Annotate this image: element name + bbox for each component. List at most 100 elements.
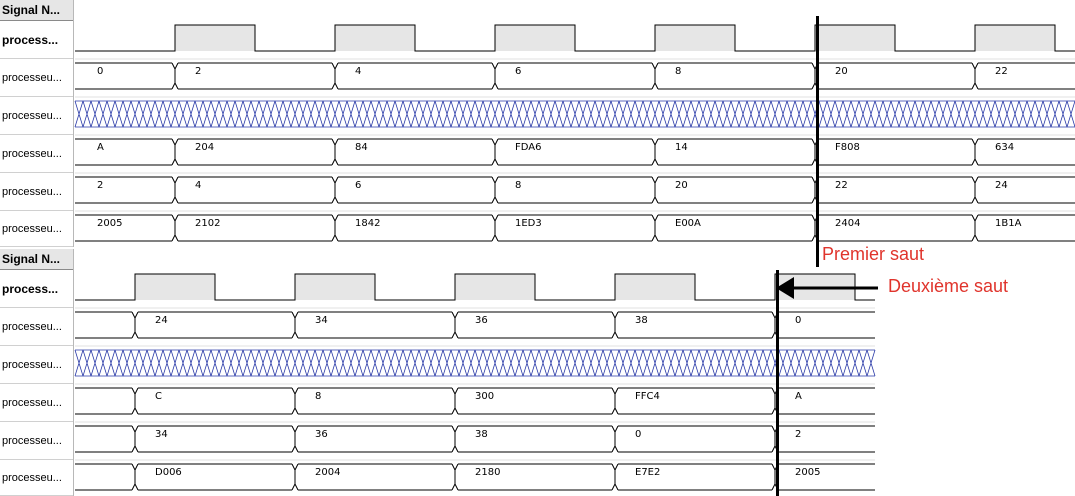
- clock-high-phase: [335, 25, 415, 51]
- bus-value-label: 1ED3: [515, 218, 542, 229]
- undefined-bus-waveform: [74, 349, 876, 377]
- signal-name-row[interactable]: processeu...: [0, 346, 73, 384]
- bus-segment: [451, 425, 612, 453]
- bus-value-label: 2: [195, 66, 201, 77]
- waveform-panel-1: Signal N... process... processeu... proc…: [0, 0, 1075, 247]
- bus-segment: [171, 62, 332, 90]
- signal-name-row[interactable]: processeu...: [0, 135, 73, 173]
- bus-segment: [75, 62, 172, 90]
- bus-value-label: 8: [675, 66, 681, 77]
- bus-value-label: 6: [355, 180, 361, 191]
- bus-segment: [651, 176, 812, 204]
- bus-segment: [611, 463, 772, 491]
- bus-segment: [971, 138, 1075, 166]
- bus-value-label: 22: [835, 180, 848, 191]
- signal-name-clock[interactable]: process...: [0, 270, 73, 308]
- signal-name-row[interactable]: processeu...: [0, 422, 73, 460]
- bus-segment: [611, 387, 772, 415]
- bus-value-label: 20: [675, 180, 688, 191]
- signal-name-row[interactable]: processeu...: [0, 59, 73, 97]
- signal-name-header[interactable]: Signal N...: [0, 0, 73, 21]
- clock-high-phase: [295, 274, 375, 300]
- bus-segment: [331, 214, 492, 242]
- bus-value-label: A: [795, 391, 802, 402]
- bus-segment: [75, 425, 132, 453]
- clock-high-phase: [455, 274, 535, 300]
- bus-segment: [75, 214, 172, 242]
- bus-value-label: A: [97, 142, 104, 153]
- clock-high-phase: [815, 25, 895, 51]
- bus-segment: [75, 138, 172, 166]
- cursor-marker-second-jump[interactable]: [776, 270, 779, 496]
- bus-segment: [131, 425, 292, 453]
- bus-value-label: FDA6: [515, 142, 541, 153]
- cursor-marker-first-jump[interactable]: [816, 16, 819, 267]
- bus-segment: [131, 311, 292, 339]
- bus-value-label: 2: [97, 180, 103, 191]
- bus-value-label: 20: [835, 66, 848, 77]
- bus-segment: [651, 214, 812, 242]
- signal-name-clock[interactable]: process...: [0, 21, 73, 59]
- bus-segment: [291, 311, 452, 339]
- bus-segment: [491, 176, 652, 204]
- clock-high-phase: [975, 25, 1055, 51]
- bus-segment: [75, 387, 132, 415]
- clock-high-phase: [655, 25, 735, 51]
- bus-segment: [75, 311, 132, 339]
- undefined-bus-waveform: [74, 100, 1075, 128]
- arrow-icon: [776, 277, 878, 299]
- waveform-panel-2: Signal N... process... processeu... proc…: [0, 249, 1075, 496]
- bus-value-label: 2005: [795, 467, 820, 478]
- bus-segment: [331, 138, 492, 166]
- annotation-second-jump: Deuxième saut: [888, 276, 1009, 296]
- bus-value-label: 36: [315, 429, 328, 440]
- bus-value-label: 2102: [195, 218, 220, 229]
- bus-value-label: 34: [155, 429, 168, 440]
- bus-segment: [491, 138, 652, 166]
- clock-high-phase: [495, 25, 575, 51]
- bus-segment: [131, 387, 292, 415]
- signal-name-header[interactable]: Signal N...: [0, 249, 73, 270]
- clock-high-phase: [615, 274, 695, 300]
- bus-value-label: 4: [355, 66, 361, 77]
- bus-segment: [771, 425, 875, 453]
- bus-value-label: E00A: [675, 218, 701, 229]
- bus-value-label: 2: [795, 429, 801, 440]
- bus-segment: [451, 387, 612, 415]
- bus-value-label: 2005: [97, 218, 122, 229]
- bus-segment: [451, 463, 612, 491]
- signal-name-row[interactable]: processeu...: [0, 97, 73, 135]
- bus-value-label: 38: [635, 315, 648, 326]
- bus-segment: [291, 425, 452, 453]
- clock-waveform: [75, 273, 875, 301]
- bus-segment: [131, 463, 292, 491]
- bus-segment: [971, 214, 1075, 242]
- bus-value-label: 204: [195, 142, 214, 153]
- bus-value-label: 634: [995, 142, 1014, 153]
- bus-value-label: 1B1A: [995, 218, 1022, 229]
- bus-segment: [491, 214, 652, 242]
- bus-value-label: 2404: [835, 218, 860, 229]
- bus-value-label: E7E2: [635, 467, 660, 478]
- bus-value-label: FFC4: [635, 391, 660, 402]
- bus-value-label: 2004: [315, 467, 340, 478]
- bus-segment: [451, 311, 612, 339]
- bus-segment: [331, 62, 492, 90]
- bus-segment: [971, 62, 1075, 90]
- bus-segment: [491, 62, 652, 90]
- bus-value-label: F808: [835, 142, 860, 153]
- bus-value-label: 24: [995, 180, 1008, 191]
- bus-value-label: 14: [675, 142, 688, 153]
- clock-waveform: [75, 24, 1075, 52]
- signal-name-row[interactable]: processeu...: [0, 384, 73, 422]
- bus-segment: [771, 387, 875, 415]
- signal-name-row[interactable]: processeu...: [0, 211, 73, 247]
- bus-value-label: 22: [995, 66, 1008, 77]
- bus-segment: [651, 138, 812, 166]
- signal-name-row[interactable]: processeu...: [0, 173, 73, 211]
- clock-high-phase: [175, 25, 255, 51]
- signal-name-row[interactable]: processeu...: [0, 308, 73, 346]
- bus-value-label: 84: [355, 142, 368, 153]
